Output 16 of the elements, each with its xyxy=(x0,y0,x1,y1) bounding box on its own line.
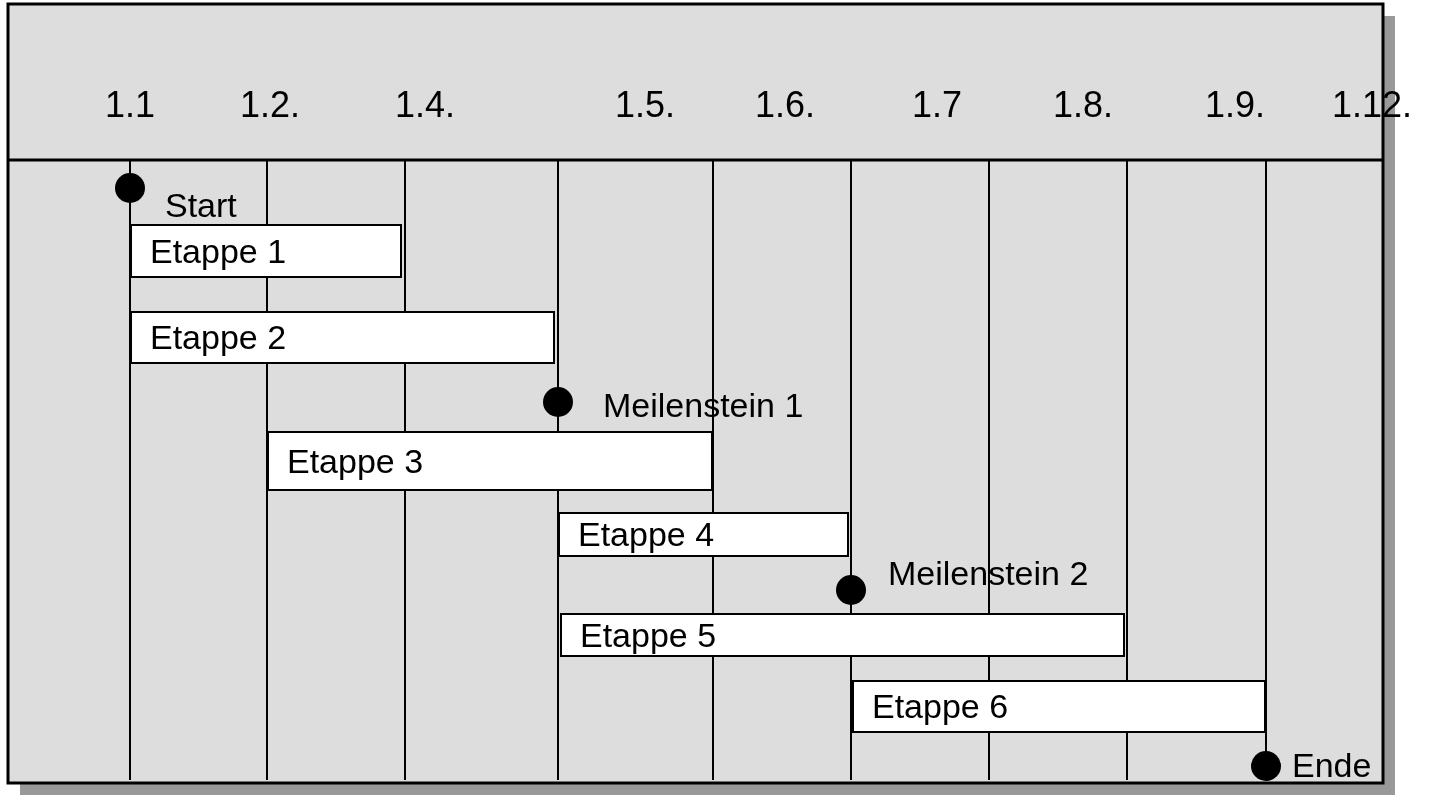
milestone-label: Ende xyxy=(1292,746,1372,785)
date-label: 1.7 xyxy=(912,84,962,126)
milestone-label: Start xyxy=(165,186,237,225)
date-label: 1.6. xyxy=(755,84,815,126)
task-bar: Etappe 5 xyxy=(560,613,1125,657)
date-label: 1.2. xyxy=(240,84,300,126)
date-label: 1.8. xyxy=(1053,84,1113,126)
date-label: 1.1 xyxy=(105,84,155,126)
task-bar: Etappe 4 xyxy=(558,512,849,557)
date-label: 1.4. xyxy=(395,84,455,126)
task-bar: Etappe 2 xyxy=(130,311,555,364)
task-bar: Etappe 3 xyxy=(267,431,713,491)
date-label: 1.9. xyxy=(1205,84,1265,126)
task-bar: Etappe 1 xyxy=(130,224,402,278)
date-label: 1.5. xyxy=(615,84,675,126)
task-bar: Etappe 6 xyxy=(852,680,1266,733)
